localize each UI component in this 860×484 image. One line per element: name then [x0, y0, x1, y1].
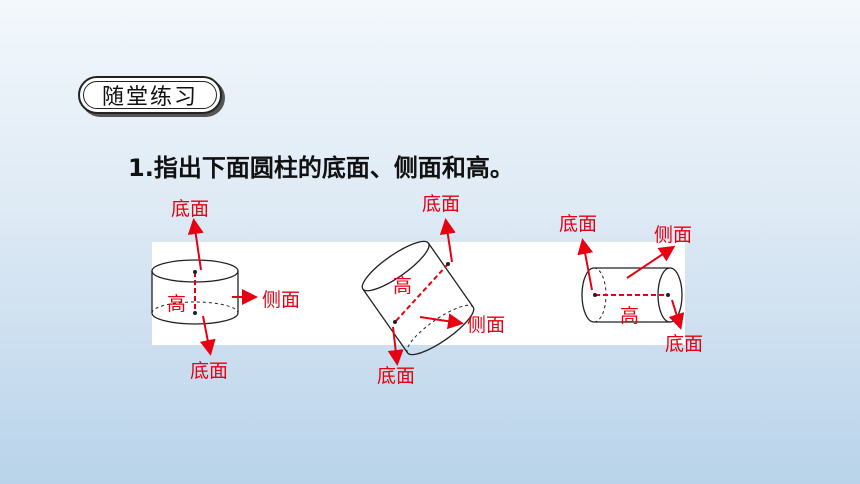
cylinder-horizontal [577, 238, 685, 330]
section-badge: 随堂练习 [78, 76, 222, 114]
cylinder-tilted [361, 218, 475, 366]
fig3-left-base-label: 底面 [559, 213, 598, 235]
section-badge-label: 随堂练习 [83, 81, 217, 110]
fig2-side-label: 侧面 [467, 314, 506, 336]
question-text: 1.指出下面圆柱的底面、侧面和高。 [128, 154, 514, 182]
fig1-height-label: 高 [167, 293, 187, 315]
fig1-top-base-label: 底面 [171, 198, 210, 220]
cylinder-upright [151, 218, 258, 356]
fig3-height-label: 高 [620, 305, 640, 327]
fig2-bottom-base-label: 底面 [377, 365, 416, 387]
fig2-top-base-label: 底面 [422, 193, 461, 215]
fig3-side-label: 侧面 [654, 224, 693, 246]
fig1-bottom-base-label: 底面 [190, 360, 229, 382]
fig3-right-base-label: 底面 [665, 333, 704, 355]
fig2-height-label: 高 [393, 275, 413, 297]
fig1-side-label: 侧面 [262, 289, 301, 311]
